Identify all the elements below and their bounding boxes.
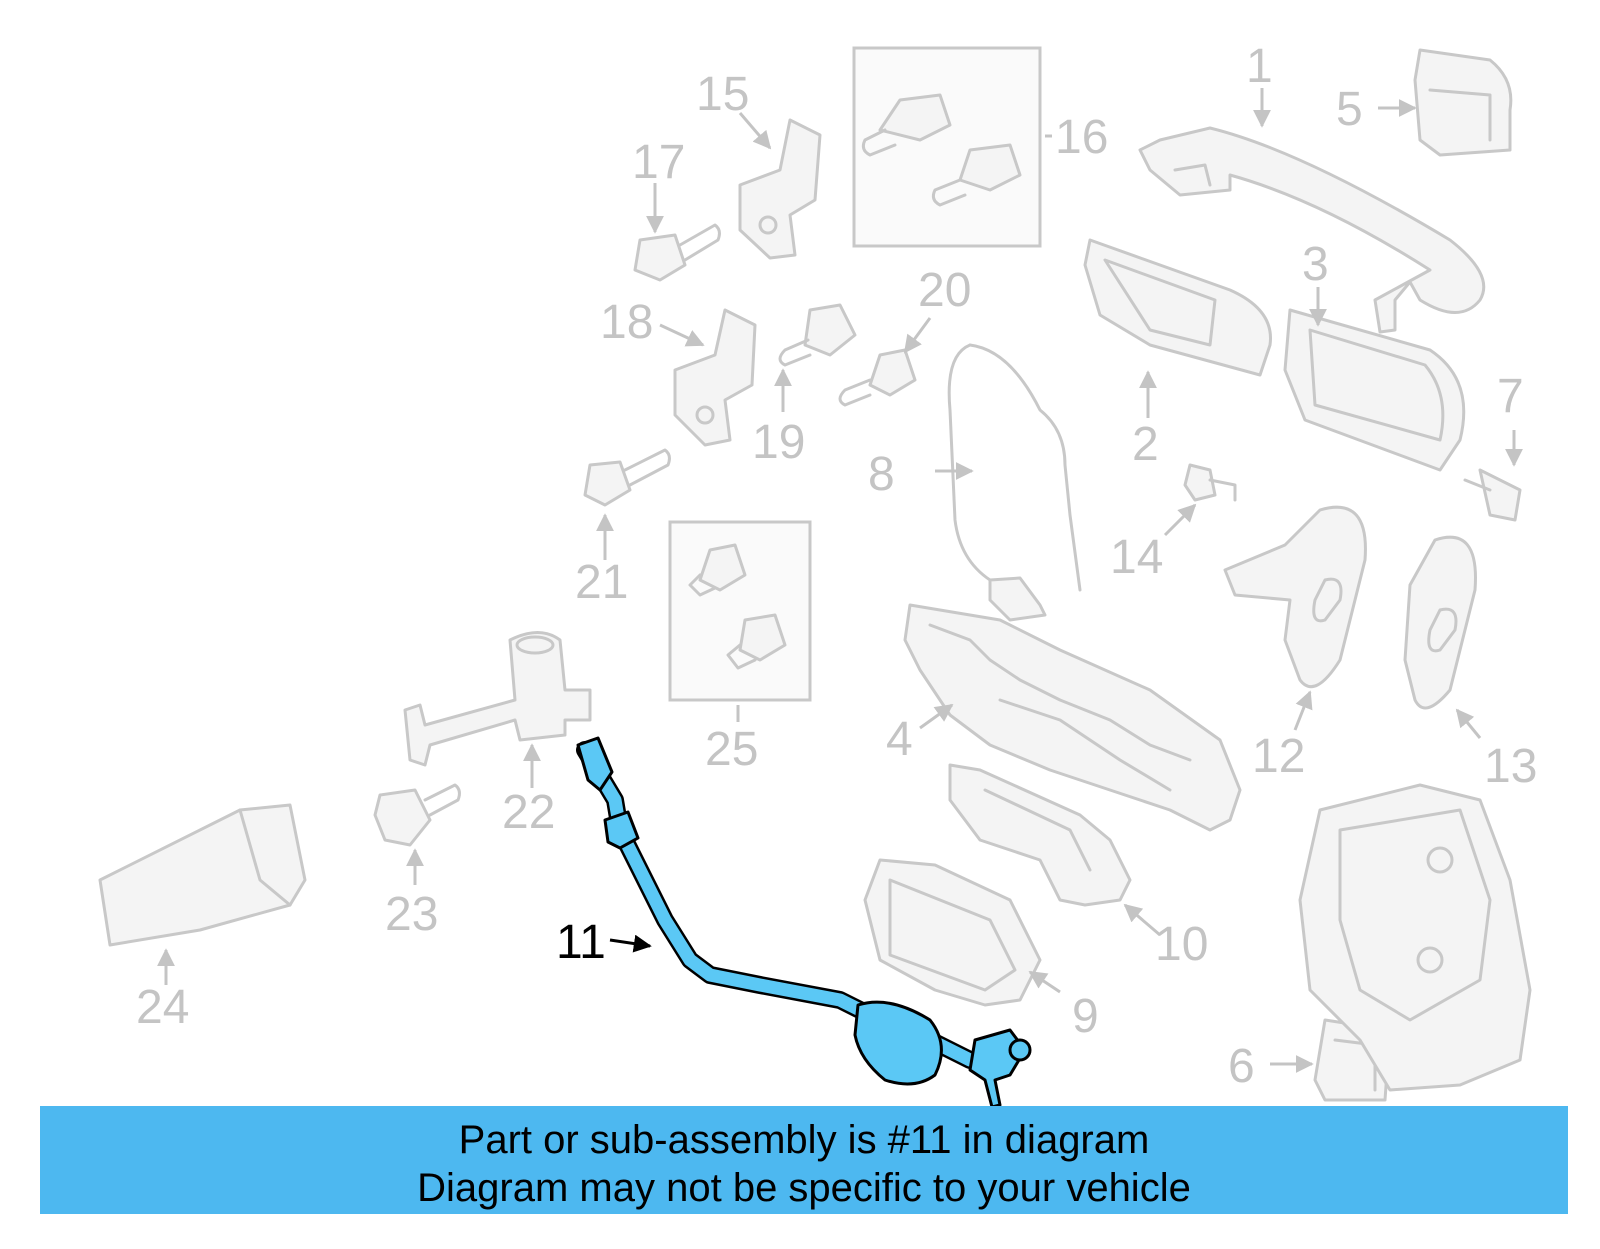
- callout-labels: 1 5 16 15 17 3 20 18 7 2 19 8 14 21 4 25…: [136, 40, 1537, 1093]
- callout-24: 24: [136, 981, 189, 1034]
- callout-9: 9: [1072, 990, 1099, 1043]
- leader-arrows: [157, 88, 1523, 1073]
- callout-16: 16: [1055, 111, 1108, 164]
- callout-25: 25: [705, 723, 758, 776]
- part-20-bolt: [838, 348, 917, 407]
- part-11-highlighted-cable: [576, 736, 1032, 1109]
- callout-5: 5: [1336, 83, 1363, 136]
- part-7-screw: [1463, 468, 1522, 522]
- part-3-gasket: [1283, 308, 1466, 472]
- part-17-bolt: [633, 223, 721, 282]
- banner-line-1: Part or sub-assembly is #11 in diagram: [458, 1118, 1150, 1162]
- part-22-check-strap: [403, 631, 592, 767]
- lock-actuator: [1298, 783, 1532, 1092]
- callout-14: 14: [1110, 531, 1163, 584]
- part-15-bracket: [738, 118, 822, 260]
- part-13-plate: [1403, 535, 1477, 710]
- callout-2: 2: [1132, 418, 1159, 471]
- callout-7: 7: [1497, 370, 1524, 423]
- callout-10: 10: [1155, 918, 1208, 971]
- info-banner: Part or sub-assembly is #11 in diagram D…: [40, 1106, 1568, 1214]
- banner-line-2: Diagram may not be specific to your vehi…: [417, 1166, 1191, 1210]
- callout-4: 4: [886, 713, 913, 766]
- part-21-bolt: [583, 448, 671, 507]
- part-23-bolt: [373, 783, 461, 847]
- callout-8: 8: [868, 448, 895, 501]
- callout-18: 18: [600, 296, 653, 349]
- callout-13: 13: [1484, 740, 1537, 793]
- part-9-housing: [863, 858, 1042, 1007]
- part-14-screw: [1183, 463, 1237, 502]
- part-12-plate: [1223, 505, 1367, 689]
- callout-12: 12: [1252, 730, 1305, 783]
- part-10-inner-handle: [948, 763, 1132, 907]
- callout-17: 17: [632, 136, 685, 189]
- part-18-bracket: [673, 308, 757, 447]
- callout-1: 1: [1246, 40, 1273, 93]
- part-1-outer-handle: [1138, 126, 1486, 334]
- callout-11: 11: [556, 916, 606, 969]
- part-4-latch: [903, 603, 1242, 832]
- callout-23: 23: [385, 888, 438, 941]
- part-8-cable: [947, 343, 1082, 622]
- callout-3: 3: [1302, 238, 1329, 291]
- part-2-bezel: [1083, 238, 1272, 377]
- part-19-bolt: [778, 303, 857, 367]
- callout-15: 15: [696, 68, 749, 121]
- part-25-fastener-box: [668, 520, 812, 702]
- callout-22: 22: [502, 786, 555, 839]
- part-24-plate: [98, 803, 307, 947]
- part-5-block: [1413, 48, 1513, 157]
- callout-19: 19: [752, 416, 805, 469]
- callout-6: 6: [1228, 1040, 1255, 1093]
- part-16-bolt-box: [852, 46, 1042, 248]
- callout-20: 20: [918, 264, 971, 317]
- callout-21: 21: [575, 556, 628, 609]
